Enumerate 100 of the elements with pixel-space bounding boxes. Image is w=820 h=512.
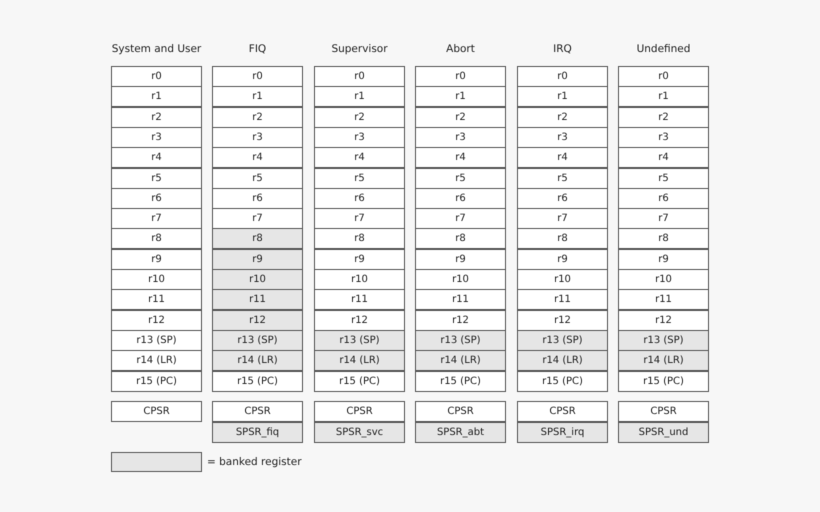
register-cell: r6	[111, 188, 202, 209]
register-cell: CPSR	[618, 401, 709, 422]
register-cell: r3	[415, 126, 506, 148]
register-cell: r14 (LR)	[111, 350, 202, 372]
register-cell: r10	[314, 269, 405, 290]
banked-register-cell: r14 (LR)	[314, 350, 405, 372]
register-cell: r15 (PC)	[111, 370, 202, 392]
column-header: Supervisor	[330, 43, 389, 55]
register-cell: r4	[111, 147, 202, 168]
register-cell: r0	[415, 66, 506, 87]
banked-register-cell: r13 (SP)	[212, 330, 303, 351]
register-cell: r0	[111, 66, 202, 87]
register-cell: r1	[212, 86, 303, 108]
register-cell: r4	[314, 147, 405, 168]
register-cell: r7	[314, 208, 405, 230]
register-cell: r6	[415, 188, 506, 209]
register-cell: r6	[212, 188, 303, 209]
register-cell: r15 (PC)	[415, 370, 506, 392]
banked-register-cell: r10	[212, 269, 303, 290]
column-header: Abort	[445, 43, 476, 55]
register-cell: r5	[517, 168, 608, 188]
banked-register-cell: SPSR_irq	[517, 422, 608, 443]
register-cell: CPSR	[415, 401, 506, 422]
register-cell: r0	[618, 66, 709, 87]
register-cell: r0	[212, 66, 303, 87]
register-cell: r4	[517, 147, 608, 168]
banked-register-cell: r14 (LR)	[517, 350, 608, 372]
register-cell: r4	[618, 147, 709, 168]
register-cell: r3	[618, 126, 709, 148]
banked-register-cell: SPSR_und	[618, 422, 709, 443]
register-cell: r9	[517, 248, 608, 270]
register-cell: r9	[314, 248, 405, 270]
column-header: FIQ	[248, 43, 268, 55]
register-cell: r9	[415, 248, 506, 270]
register-cell: r9	[618, 248, 709, 270]
register-cell: r1	[111, 86, 202, 108]
banked-register-cell: SPSR_svc	[314, 422, 405, 443]
register-cell: r7	[415, 208, 506, 230]
register-cell: r0	[314, 66, 405, 87]
column-header: System and User	[110, 43, 202, 55]
register-cell: r2	[314, 106, 405, 128]
register-cell: r4	[415, 147, 506, 168]
register-cell: r1	[314, 86, 405, 108]
banked-register-cell: r13 (SP)	[517, 330, 608, 351]
register-cell: r8	[314, 228, 405, 250]
register-cell: CPSR	[212, 401, 303, 422]
register-cell: r12	[314, 310, 405, 331]
register-cell: CPSR	[314, 401, 405, 422]
banked-register-cell: r12	[212, 310, 303, 331]
register-cell: r12	[618, 310, 709, 331]
register-cell: r6	[314, 188, 405, 209]
register-cell: r7	[212, 208, 303, 230]
register-cell: r4	[212, 147, 303, 168]
column-header: IRQ	[552, 43, 573, 55]
register-cell: r5	[111, 168, 202, 188]
register-cell: r15 (PC)	[517, 370, 608, 392]
register-cell: r1	[415, 86, 506, 108]
banked-register-cell: r8	[212, 228, 303, 250]
register-cell: r2	[111, 106, 202, 128]
register-cell: r3	[517, 126, 608, 148]
legend-text: = banked register	[207, 456, 302, 468]
register-cell: r12	[111, 310, 202, 331]
register-cell: r10	[415, 269, 506, 290]
register-cell: r13 (SP)	[111, 330, 202, 351]
register-cell: r8	[618, 228, 709, 250]
register-cell: r8	[111, 228, 202, 250]
register-cell: r6	[618, 188, 709, 209]
register-cell: r11	[111, 289, 202, 310]
register-cell: r7	[111, 208, 202, 230]
register-cell: r5	[618, 168, 709, 188]
register-cell: r15 (PC)	[212, 370, 303, 392]
banked-register-cell: SPSR_fiq	[212, 422, 303, 443]
register-cell: r3	[111, 126, 202, 148]
register-cell: r10	[517, 269, 608, 290]
register-cell: r8	[415, 228, 506, 250]
register-cell: r15 (PC)	[314, 370, 405, 392]
register-cell: r5	[212, 168, 303, 188]
register-cell: r11	[618, 289, 709, 310]
register-cell: r6	[517, 188, 608, 209]
banked-register-cell: r14 (LR)	[415, 350, 506, 372]
register-cell: r1	[517, 86, 608, 108]
banked-register-cell: r11	[212, 289, 303, 310]
register-cell: r2	[415, 106, 506, 128]
register-cell: r1	[618, 86, 709, 108]
register-cell: r15 (PC)	[618, 370, 709, 392]
register-cell: r11	[314, 289, 405, 310]
register-cell: r7	[618, 208, 709, 230]
register-cell: r3	[314, 126, 405, 148]
register-cell: r2	[618, 106, 709, 128]
register-cell: r2	[212, 106, 303, 128]
register-cell: r10	[618, 269, 709, 290]
banked-register-cell: r13 (SP)	[314, 330, 405, 351]
banked-register-cell: r13 (SP)	[618, 330, 709, 351]
banked-register-cell: r9	[212, 248, 303, 270]
register-cell: r8	[517, 228, 608, 250]
banked-register-cell: r13 (SP)	[415, 330, 506, 351]
register-cell: r9	[111, 248, 202, 270]
banked-register-cell: SPSR_abt	[415, 422, 506, 443]
register-cell: r11	[415, 289, 506, 310]
register-cell: r12	[517, 310, 608, 331]
